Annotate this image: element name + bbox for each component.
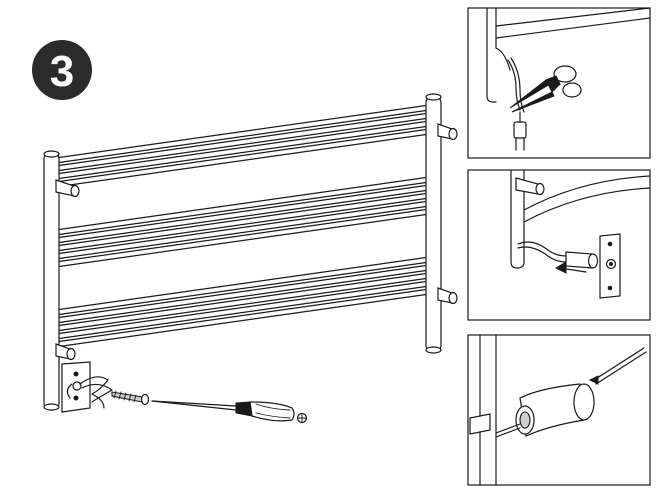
- screwdriver: [151, 400, 308, 424]
- rung-8-edge-a: [58, 208, 427, 263]
- mounting-screw: [111, 390, 150, 406]
- panel3-standoff: [515, 383, 595, 437]
- left-post: [43, 150, 60, 411]
- detail-panel-connect-wire: [467, 169, 651, 321]
- right-mount-top: [437, 123, 458, 141]
- panel2-connector: [565, 251, 599, 269]
- detail-panel-cut-cord: [467, 7, 651, 159]
- rung-6-edge-b: [58, 197, 427, 252]
- rung-6-edge-a: [58, 192, 427, 247]
- rung-10-edge-b: [58, 269, 427, 324]
- right-post: [425, 93, 442, 354]
- rung-2-edge-b: [58, 125, 427, 180]
- rung-3-edge-a: [58, 128, 427, 183]
- towel-rail-illustration: [43, 93, 458, 424]
- junction-box-plate: [61, 361, 113, 413]
- scissors-icon: [509, 65, 582, 113]
- rung-11-edge-a: [58, 272, 427, 327]
- rung-7-edge-a: [58, 200, 427, 255]
- rung-5-edge-a: [58, 184, 427, 239]
- right-mount-bottom: [437, 287, 458, 305]
- rung-0-edge-a: [58, 104, 427, 159]
- panel2-junction-plate: [599, 233, 621, 299]
- left-mount-bottom: [55, 343, 76, 361]
- step-number: 3: [50, 47, 74, 96]
- rung-9-edge-b: [58, 261, 427, 316]
- arrow-icon: [554, 261, 587, 274]
- rung-10-edge-a: [58, 264, 427, 319]
- rung-1-edge-b: [58, 117, 427, 172]
- rung-9-edge-a: [58, 256, 427, 311]
- rung-3-edge-b: [58, 133, 427, 188]
- rung-0-edge-b: [58, 109, 427, 164]
- rung-4-edge-b: [58, 181, 427, 236]
- rung-4-edge-a: [58, 176, 427, 231]
- rung-5-edge-b: [58, 189, 427, 244]
- rung-13-edge-a: [58, 288, 427, 343]
- rung-11-edge-b: [58, 277, 427, 332]
- rung-12-edge-b: [58, 285, 427, 340]
- phillips-tip-icon: [296, 412, 308, 424]
- rung-12-edge-a: [58, 280, 427, 335]
- step-badge: 3: [32, 40, 92, 100]
- rung-13-edge-b: [58, 293, 427, 348]
- rung-8-edge-b: [58, 213, 427, 268]
- step-badge-circle: [32, 40, 92, 100]
- towel-rail-rungs: [58, 104, 429, 348]
- panel2-standoff: [515, 177, 545, 196]
- detail-panel-tighten-screw: [467, 334, 651, 486]
- rung-1-edge-a: [58, 112, 427, 167]
- left-mount-top: [55, 179, 80, 198]
- rung-7-edge-b: [58, 205, 427, 260]
- rung-2-edge-a: [58, 120, 427, 175]
